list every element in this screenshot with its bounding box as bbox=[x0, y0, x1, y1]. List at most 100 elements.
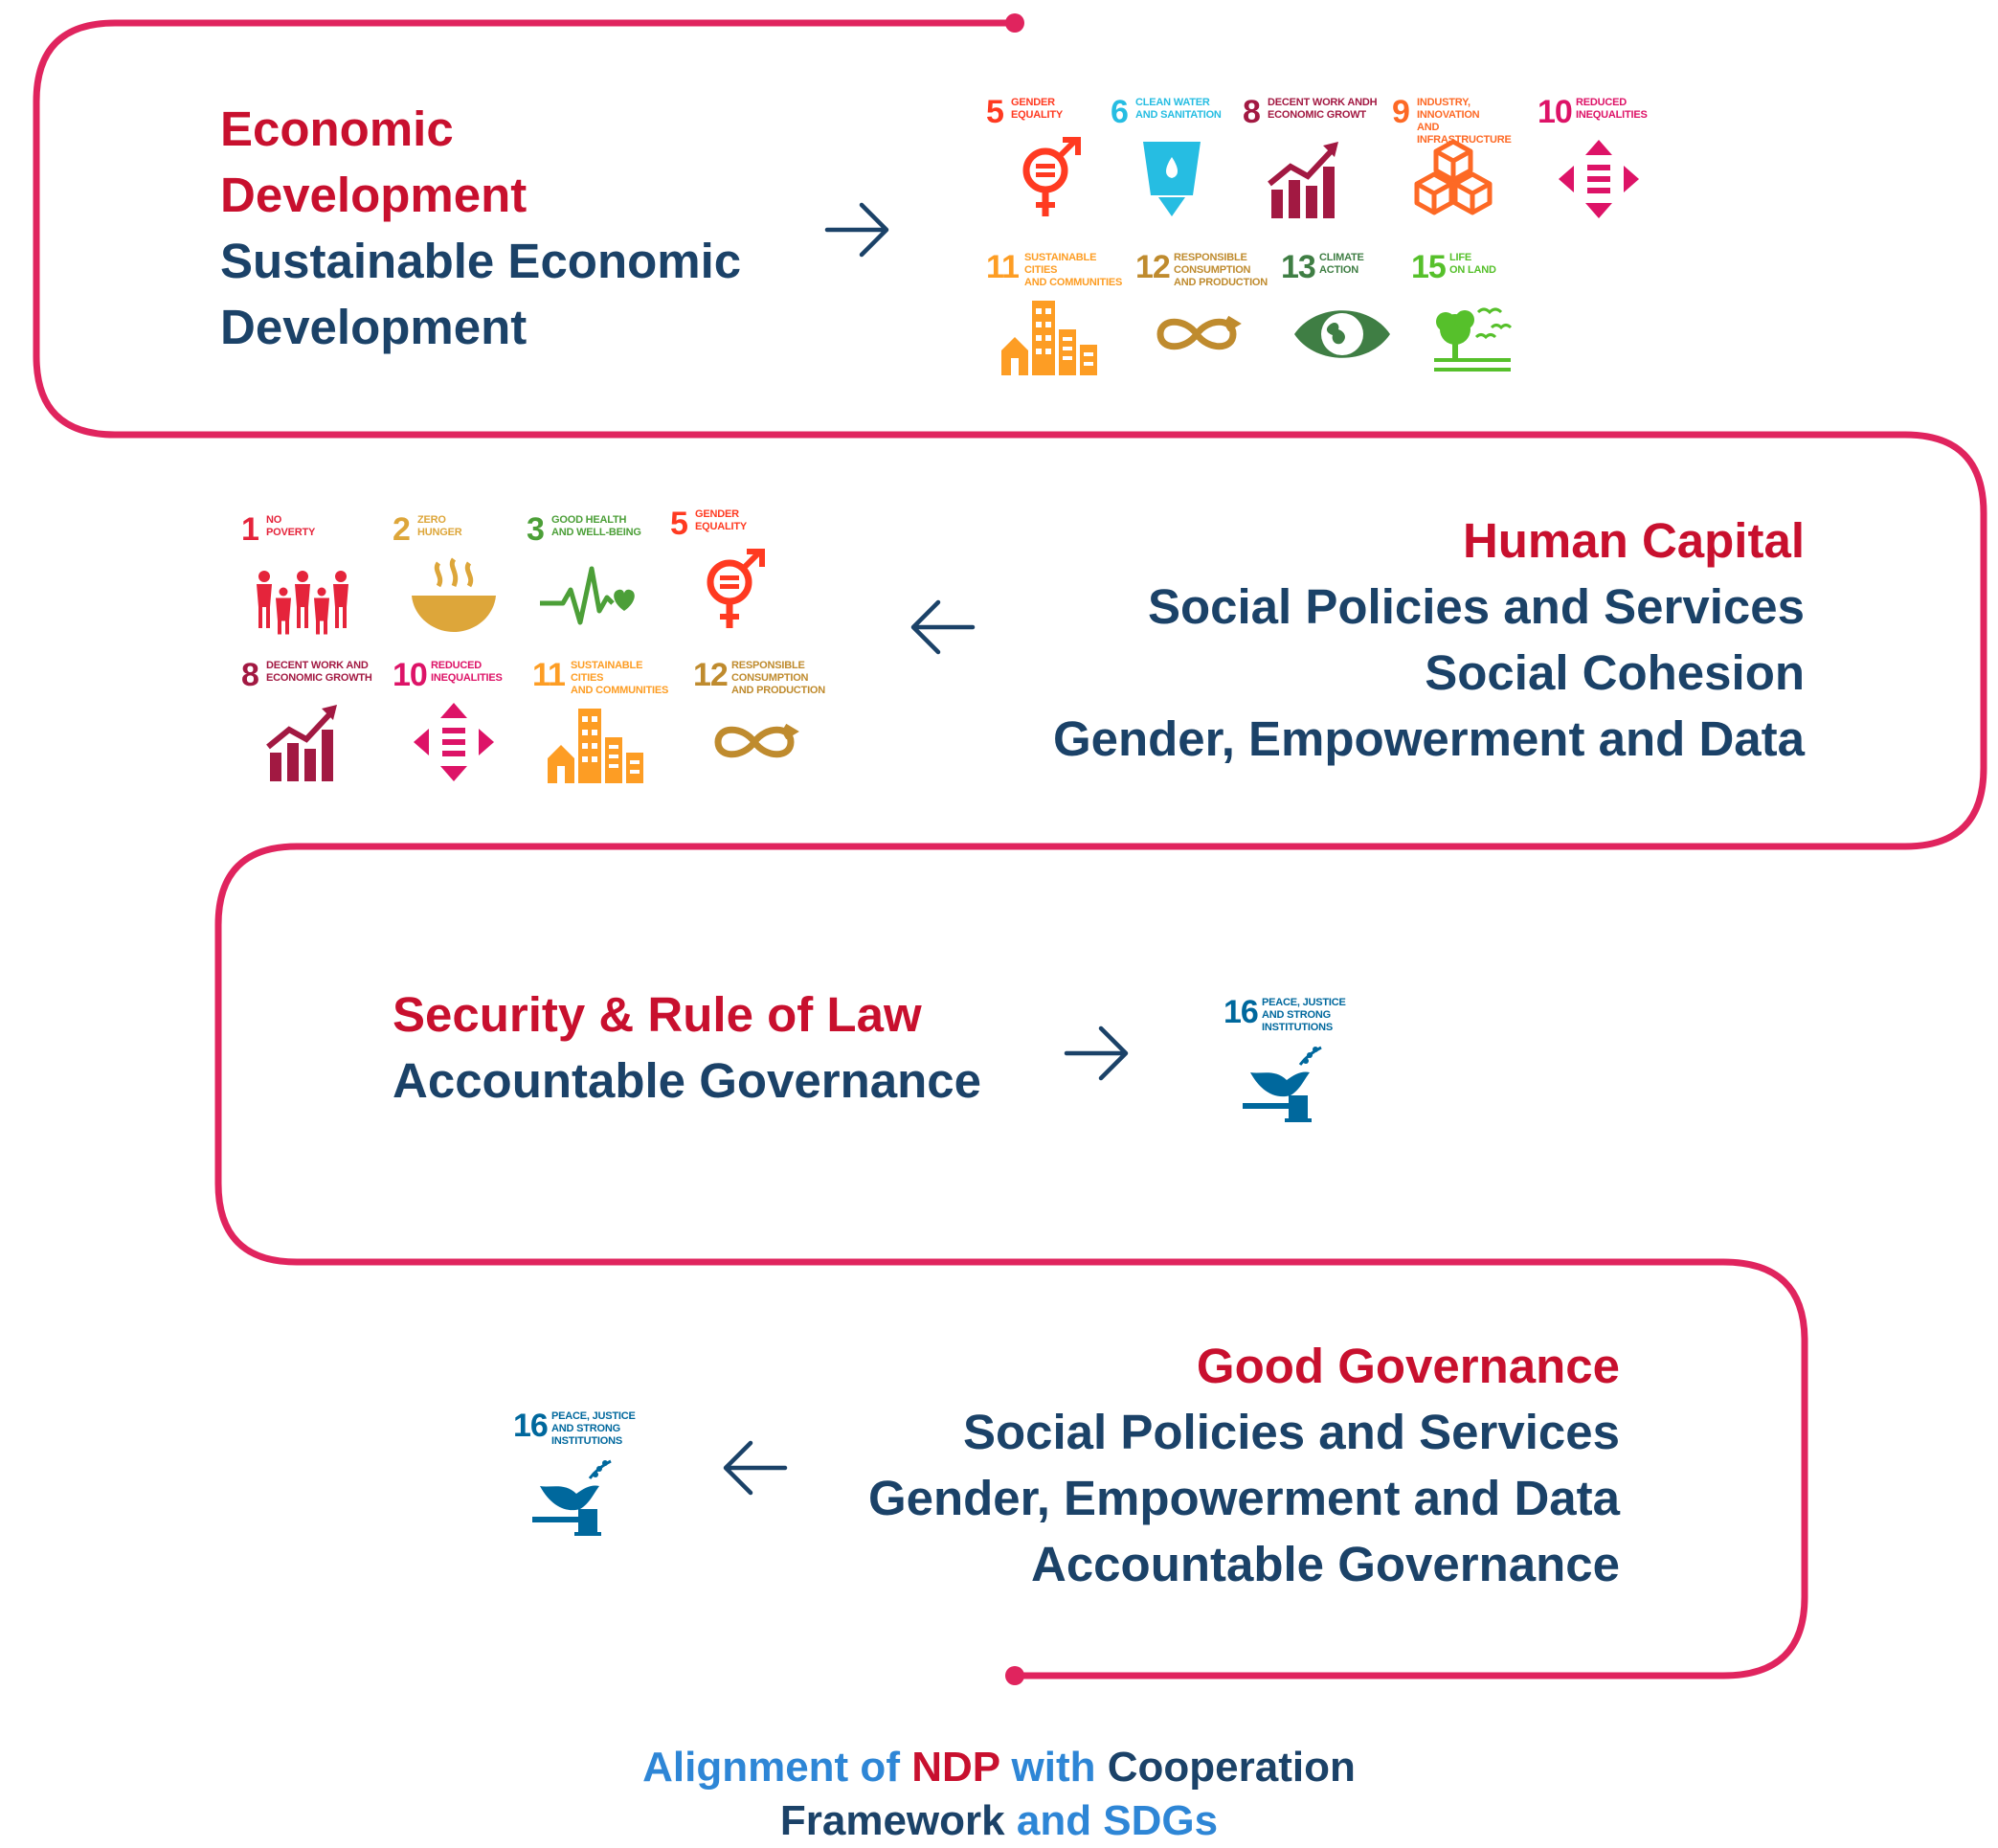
growth-chart-icon bbox=[1268, 142, 1338, 218]
sdg-goal-label: SUSTAINABLE CITIES AND COMMUNITIES bbox=[1024, 252, 1123, 288]
family-icon bbox=[257, 571, 348, 635]
caption-part: with bbox=[1011, 1744, 1096, 1791]
sdg-goal-number: 10 bbox=[1538, 94, 1573, 130]
sdg-goal-number: 5 bbox=[986, 94, 1004, 130]
section-security-text: Security & Rule of Law Accountable Gover… bbox=[393, 981, 981, 1114]
sdg-goal-label: SUSTAINABLE CITIES AND COMMUNITIES bbox=[571, 660, 669, 696]
arrow-right-icon bbox=[824, 202, 889, 258]
caption-part: Cooperation bbox=[1107, 1744, 1356, 1791]
sdg-goal-5: 5 GENDER EQUALITY bbox=[986, 96, 1130, 239]
sdg-goal-label: PEACE, JUSTICE AND STRONG INSTITUTIONS bbox=[551, 1410, 636, 1447]
section-sub-line: Social Cohesion bbox=[1425, 645, 1805, 700]
city-buildings-icon bbox=[1001, 301, 1097, 375]
arrow-left-icon bbox=[723, 1440, 788, 1496]
section-heading-line: Security & Rule of Law bbox=[393, 987, 922, 1042]
sdg-goal-label: LIFE ON LAND bbox=[1449, 252, 1496, 276]
sdg-goal-label: CLEAN WATER AND SANITATION bbox=[1135, 97, 1222, 121]
section-heading-line: Development bbox=[220, 168, 528, 222]
sdg-goal-number: 1 bbox=[241, 511, 259, 548]
sdg-goal-label: GOOD HEALTH AND WELL-BEING bbox=[551, 514, 641, 538]
section-governance-text: Good Governance Social Policies and Serv… bbox=[862, 1333, 1620, 1597]
sdg-goal-label: NO POVERTY bbox=[266, 514, 316, 538]
caption-part: Alignment of bbox=[642, 1744, 900, 1791]
growth-chart-icon bbox=[266, 705, 337, 781]
sdg-goal-number: 6 bbox=[1111, 94, 1129, 130]
arrow-right-icon bbox=[1064, 1025, 1129, 1081]
caption: Framework and SDGs bbox=[0, 1794, 1998, 1848]
caption: Alignment of NDP with Cooperation bbox=[0, 1741, 1998, 1794]
reduced-inequalities-icon bbox=[414, 703, 494, 781]
gender-equality-icon bbox=[1022, 137, 1081, 216]
section-sub-line: Gender, Empowerment and Data bbox=[1052, 711, 1805, 766]
water-glass-icon bbox=[1143, 142, 1201, 216]
sdg-goal-number: 12 bbox=[1135, 249, 1171, 285]
section-sub-line: Sustainable Economic bbox=[220, 234, 742, 288]
sdg-goal-label: REDUCED INEQUALITIES bbox=[1576, 97, 1648, 121]
dove-gavel-icon bbox=[1243, 1046, 1322, 1122]
sdg-goal-number: 16 bbox=[1223, 994, 1259, 1030]
sdg-goal-number: 13 bbox=[1281, 249, 1316, 285]
city-buildings-icon bbox=[548, 709, 643, 783]
section-heading-line: Economic bbox=[220, 101, 454, 156]
sdg-goal-label: CLIMATE ACTION bbox=[1319, 252, 1364, 276]
reduced-inequalities-icon bbox=[1559, 140, 1639, 218]
sdg-goal-number: 3 bbox=[527, 511, 545, 548]
cubes-icon bbox=[1414, 139, 1493, 215]
infinity-icon bbox=[714, 723, 799, 758]
path-start-dot bbox=[1005, 13, 1024, 33]
sdg-goal-label: REDUCED INEQUALITIES bbox=[431, 660, 503, 684]
sdg-goal-number: 8 bbox=[1243, 94, 1261, 130]
section-sub-line: Accountable Governance bbox=[1030, 1537, 1620, 1591]
infinity-icon bbox=[1156, 315, 1242, 350]
dove-gavel-icon bbox=[532, 1459, 612, 1536]
tree-birds-icon bbox=[1434, 307, 1513, 372]
section-human-capital-text: Human Capital Social Policies and Servic… bbox=[957, 507, 1805, 772]
eye-globe-icon bbox=[1294, 310, 1390, 358]
sdg-goal-number: 12 bbox=[693, 657, 729, 693]
sdg-goal-8: 8 DECENT WORK ANDH ECONOMIC GROWT bbox=[1243, 96, 1386, 239]
sdg-goal-number: 11 bbox=[986, 249, 1020, 285]
sdg-goal-number: 8 bbox=[241, 657, 259, 693]
arrow-left-icon bbox=[910, 599, 976, 655]
sdg-goal-label: DECENT WORK AND ECONOMIC GROWTH bbox=[266, 660, 372, 684]
path-end-dot bbox=[1005, 1666, 1024, 1685]
caption-part: and SDGs bbox=[1016, 1797, 1219, 1844]
sdg-goal-label: GENDER EQUALITY bbox=[1011, 97, 1064, 121]
section-heading-line: Good Governance bbox=[1196, 1339, 1620, 1393]
sdg-goal-number: 9 bbox=[1392, 94, 1410, 130]
section-sub-line: Social Policies and Services bbox=[962, 1405, 1620, 1459]
sdg-goal-label: DECENT WORK ANDH ECONOMIC GROWT bbox=[1268, 97, 1378, 121]
section-sub-line: Gender, Empowerment and Data bbox=[867, 1471, 1620, 1525]
gender-equality-icon bbox=[707, 549, 765, 628]
section-sub-line: Accountable Governance bbox=[393, 1053, 982, 1108]
sdg-goal-number: 10 bbox=[393, 657, 428, 693]
sdg-goal-label: RESPONSIBLE CONSUMPTION AND PRODUCTION bbox=[1174, 252, 1268, 288]
section-heading-line: Human Capital bbox=[1462, 513, 1805, 568]
section-sub-line: Development bbox=[220, 300, 528, 354]
sdg-goal-label: PEACE, JUSTICE AND STRONG INSTITUTIONS bbox=[1262, 997, 1346, 1033]
section-economic-text: Economic Development Sustainable Economi… bbox=[220, 96, 741, 360]
caption-part: Framework bbox=[779, 1797, 1005, 1844]
sdg-goal-label: INDUSTRY, INNOVATION AND INFRASTRUCTURE bbox=[1417, 97, 1512, 146]
food-bowl-icon bbox=[412, 557, 496, 632]
sdg-goal-number: 16 bbox=[513, 1408, 549, 1444]
section-sub-line: Social Policies and Services bbox=[1147, 579, 1805, 634]
sdg-goal-number: 2 bbox=[393, 511, 411, 548]
sdg-goal-label: RESPONSIBLE CONSUMPTION AND PRODUCTION bbox=[731, 660, 826, 696]
